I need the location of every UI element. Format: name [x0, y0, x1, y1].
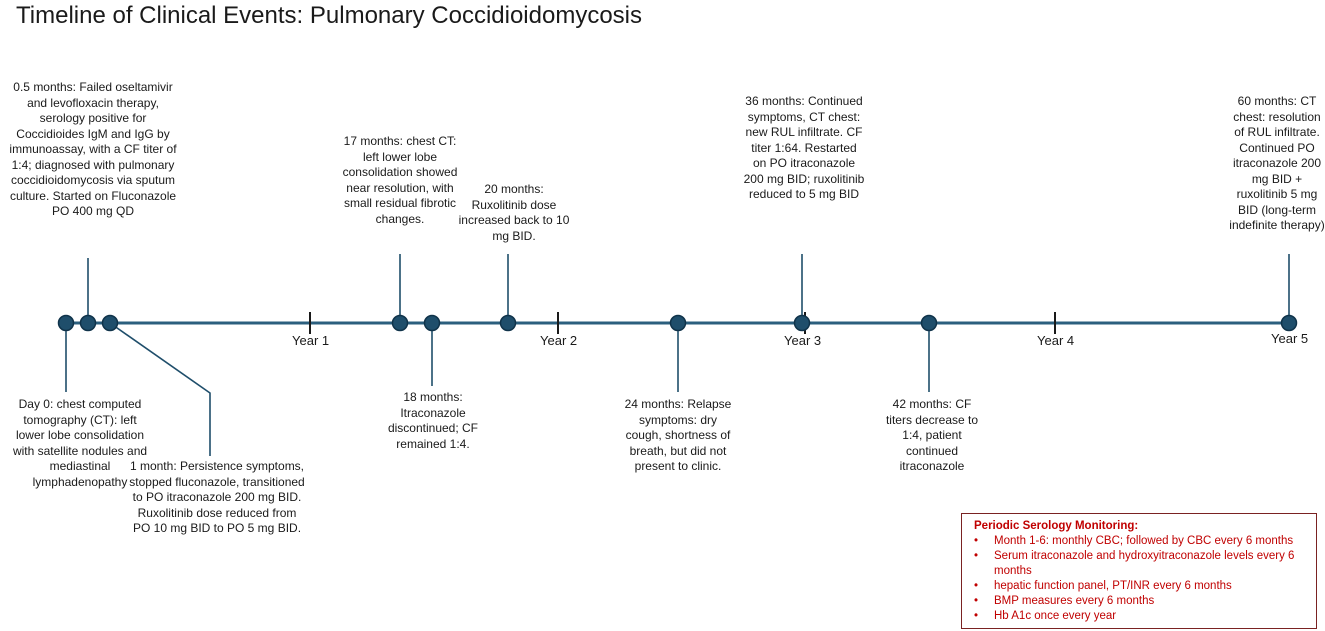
event-month-36: 36 months: Continued symptoms, CT chest:… — [743, 94, 865, 201]
event-dot-5 — [499, 314, 517, 332]
year-label-5: Year 5 — [1271, 331, 1309, 346]
event-dot-6 — [669, 314, 687, 332]
monitoring-item: hepatic function panel, PT/INR every 6 m… — [974, 579, 1306, 594]
event-dot-2 — [101, 314, 119, 332]
event-month-0-5: 0.5 months: Failed oseltamivir and levof… — [9, 80, 177, 218]
event-dot-4 — [423, 314, 441, 332]
monitoring-item: Hb A1c once every year — [974, 609, 1306, 624]
event-month-20: 20 months: Ruxolitinib dose increased ba… — [458, 182, 570, 243]
page-title: Timeline of Clinical Events: Pulmonary C… — [16, 2, 643, 29]
event-month-1: 1 month: Persistence symptoms, stopped f… — [129, 459, 305, 535]
event-dot-9 — [1280, 314, 1298, 332]
year-label-2: Year 2 — [540, 333, 578, 348]
event-month-42: 42 months: CF titers decrease to 1:4, pa… — [885, 397, 979, 473]
event-month-60: 60 months: CT chest: resolution of RUL i… — [1229, 94, 1325, 232]
year-label-4: Year 4 — [1037, 333, 1075, 348]
monitoring-item: Serum itraconazole and hydroxyitraconazo… — [974, 549, 1306, 579]
year-label-1: Year 1 — [292, 333, 330, 348]
event-dot-1 — [79, 314, 97, 332]
event-day-0: Day 0: chest computed tomography (CT): l… — [12, 397, 148, 489]
event-dot-7 — [793, 314, 811, 332]
event-month-17: 17 months: chest CT: left lower lobe con… — [342, 134, 458, 226]
event-dot-8 — [920, 314, 938, 332]
event-connector-2 — [109, 322, 211, 456]
monitoring-list: Month 1-6: monthly CBC; followed by CBC … — [974, 534, 1306, 624]
event-dot-0 — [57, 314, 75, 332]
event-month-24: 24 months: Relapse symptoms: dry cough, … — [624, 397, 732, 473]
monitoring-item: BMP measures every 6 months — [974, 594, 1306, 609]
serology-monitoring-box: Periodic Serology Monitoring: Month 1-6:… — [961, 513, 1317, 629]
year-label-3: Year 3 — [784, 333, 822, 348]
monitoring-item: Month 1-6: monthly CBC; followed by CBC … — [974, 534, 1306, 549]
monitoring-title: Periodic Serology Monitoring: — [974, 520, 1139, 532]
event-month-18: 18 months: Itraconazole discontinued; CF… — [387, 390, 479, 451]
event-dot-3 — [391, 314, 409, 332]
